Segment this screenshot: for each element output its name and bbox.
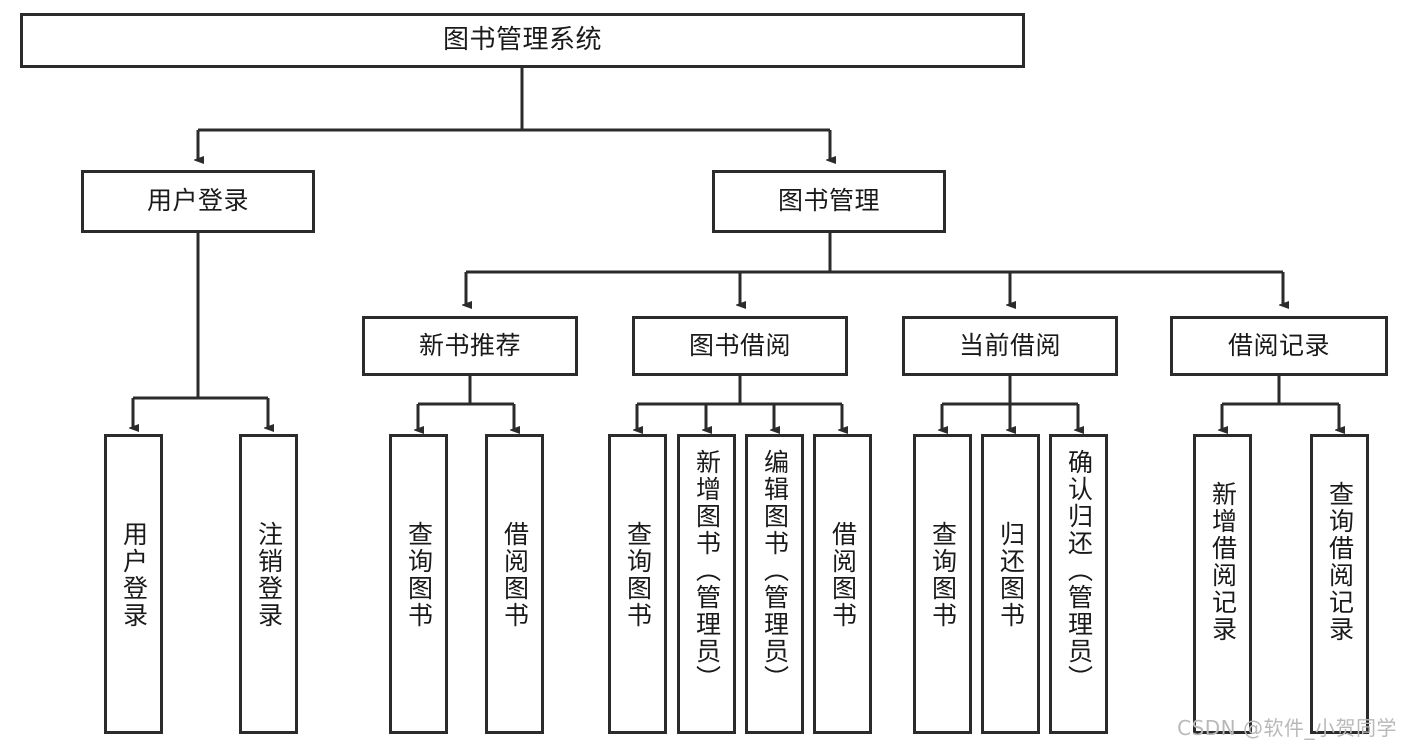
node-book-management[interactable]: 图书管理 — [712, 170, 946, 233]
leaf-record-query-record[interactable]: 查询借阅记录 — [1310, 434, 1369, 734]
leaf-recommend-borrow-book[interactable]: 借阅图书 — [485, 434, 544, 734]
node-label: 查询图书 — [404, 521, 434, 629]
node-label: 图书借阅 — [688, 330, 791, 360]
node-label: 当前借阅 — [958, 330, 1061, 360]
leaf-current-query-book[interactable]: 查询图书 — [913, 434, 972, 734]
node-label: 图书管理 — [777, 186, 880, 216]
node-label: 查询图书 — [928, 521, 958, 629]
leaf-record-add-record[interactable]: 新增借阅记录 — [1193, 434, 1252, 734]
node-borrow-record[interactable]: 借阅记录 — [1170, 316, 1388, 376]
node-current-borrow[interactable]: 当前借阅 — [902, 316, 1118, 376]
node-label: 新书推荐 — [418, 330, 521, 360]
leaf-user-login-login[interactable]: 用户登录 — [104, 434, 163, 734]
leaf-recommend-query-book[interactable]: 查询图书 — [389, 434, 448, 734]
node-label: 查询借阅记录 — [1325, 481, 1355, 643]
node-label: 确认归还（管理员） — [1064, 449, 1094, 692]
node-label: 借阅图书 — [500, 521, 530, 629]
node-label: 注销登录 — [254, 521, 284, 629]
node-label: 图书管理系统 — [442, 24, 602, 55]
leaf-current-return-book[interactable]: 归还图书 — [981, 434, 1040, 734]
leaf-borrow-edit-book-admin[interactable]: 编辑图书（管理员） — [745, 434, 804, 734]
node-user-login[interactable]: 用户登录 — [81, 170, 315, 233]
node-label: 用户登录 — [146, 186, 249, 216]
node-label: 用户登录 — [119, 521, 149, 629]
node-new-book-recommend[interactable]: 新书推荐 — [362, 316, 578, 376]
node-label: 归还图书 — [996, 521, 1026, 629]
leaf-current-confirm-return-admin[interactable]: 确认归还（管理员） — [1049, 434, 1108, 734]
node-book-borrow[interactable]: 图书借阅 — [632, 316, 848, 376]
node-root-system[interactable]: 图书管理系统 — [20, 13, 1025, 68]
leaf-borrow-borrow-book[interactable]: 借阅图书 — [813, 434, 872, 734]
node-label: 借阅记录 — [1227, 330, 1330, 360]
watermark-text: CSDN @软件_小贺同学 — [1177, 716, 1397, 740]
node-label: 编辑图书（管理员） — [760, 449, 790, 692]
leaf-borrow-query-book[interactable]: 查询图书 — [608, 434, 667, 734]
node-label: 新增借阅记录 — [1208, 481, 1238, 643]
leaf-user-login-logout[interactable]: 注销登录 — [239, 434, 298, 734]
node-label: 查询图书 — [623, 521, 653, 629]
node-label: 新增图书（管理员） — [692, 449, 722, 692]
node-label: 借阅图书 — [828, 521, 858, 629]
leaf-borrow-add-book-admin[interactable]: 新增图书（管理员） — [677, 434, 736, 734]
